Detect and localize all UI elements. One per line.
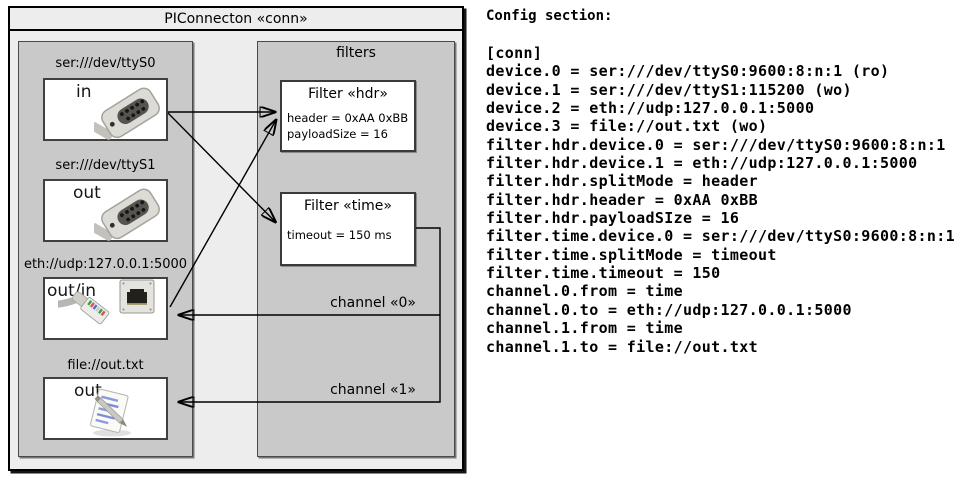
device-port-ttys0: in	[76, 82, 92, 102]
filter-time-attr-timeout: timeout = 150 ms	[287, 228, 392, 242]
device-port-file: out	[74, 381, 102, 401]
device-port-ttys1: out	[73, 183, 101, 203]
config-text: [conn] device.0 = ser:///dev/ttyS0:9600:…	[486, 44, 956, 356]
device-label-ttys0: ser:///dev/ttyS0	[55, 56, 156, 71]
filter-time-title: Filter «time»	[304, 198, 392, 214]
text-file-icon	[90, 388, 131, 437]
device-label-eth: eth://udp:127.0.0.1:5000	[23, 257, 188, 272]
filter-hdr-title: Filter «hdr»	[308, 86, 388, 102]
filter-hdr-box: Filter «hdr»	[280, 80, 416, 152]
diagram-title: PIConnecton «conn»	[10, 8, 462, 31]
filters-panel-title: filters	[336, 45, 376, 61]
channel-0-label: channel «0»	[330, 295, 416, 311]
channel-1-label: channel «1»	[330, 382, 416, 398]
serial-connector-icon	[94, 188, 160, 241]
serial-connector-icon	[94, 87, 160, 140]
device-label-ttys1: ser:///dev/ttyS1	[55, 158, 156, 173]
device-label-file: file://out.txt	[67, 358, 144, 373]
filter-hdr-attr-payloadsize: payloadSize = 16	[287, 127, 388, 141]
config-heading: Config section:	[486, 8, 613, 24]
ethernet-connector-icon	[58, 279, 155, 325]
filter-hdr-attr-header: header = 0xAA 0xBB	[287, 111, 409, 125]
